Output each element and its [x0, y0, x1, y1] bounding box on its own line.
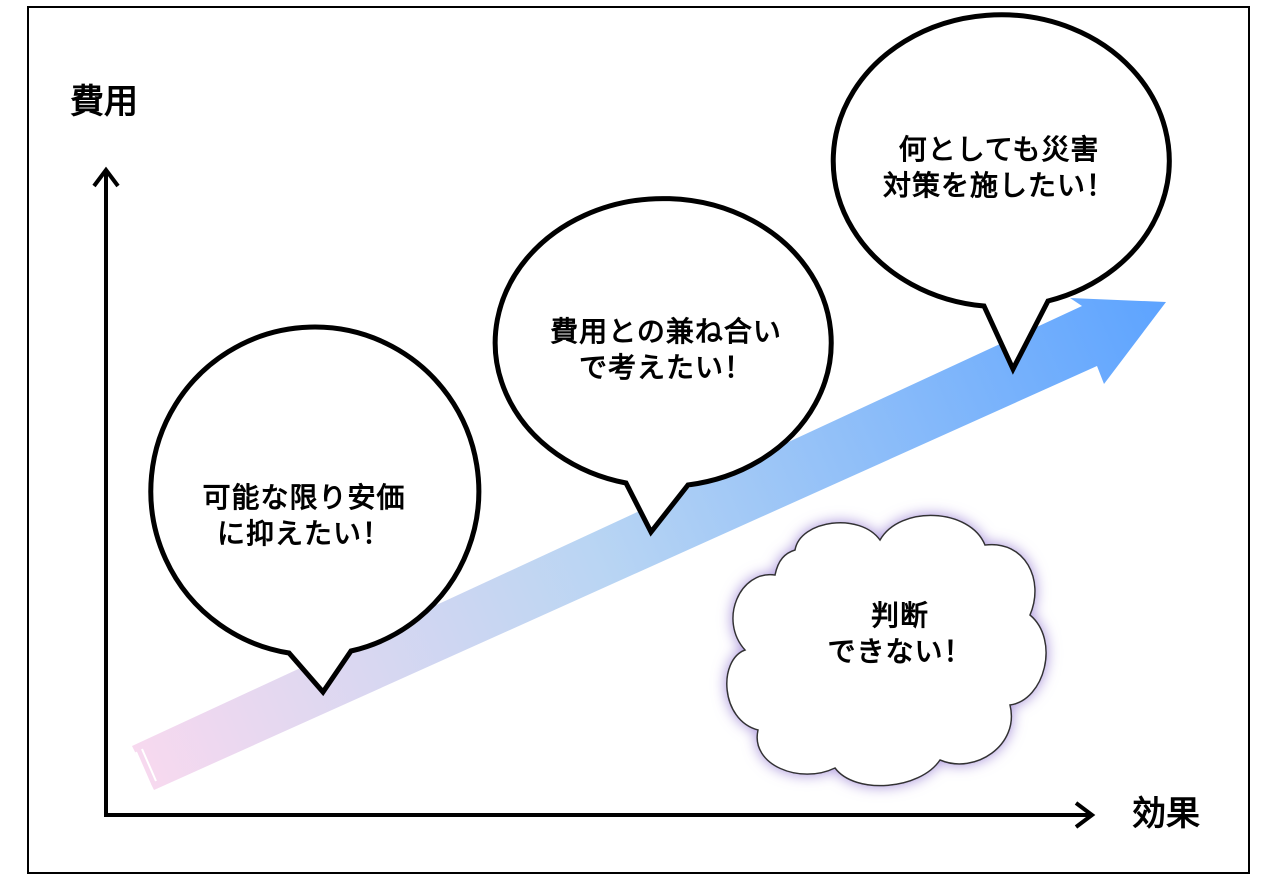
y-axis-label: 費用: [70, 82, 138, 122]
bubble-line: に抑えたい！: [216, 517, 391, 551]
x-axis: [104, 801, 1096, 829]
bubble-line: で考えたい！: [578, 351, 753, 385]
speech-bubble-text-disaster-prevention: 何としても災害 対策を施したい！: [854, 132, 1144, 205]
speech-bubble-balance: [492, 196, 834, 537]
cloud-line: 判断: [870, 599, 929, 632]
bubble-line: 何としても災害: [898, 133, 1100, 166]
bubble-line: 可能な限り安価: [202, 481, 406, 514]
speech-bubble-disaster-prevention: [830, 12, 1172, 375]
speech-bubble-low-cost: [148, 324, 482, 697]
cloud-line: できない！: [827, 635, 973, 669]
growth-arrow: [132, 298, 1166, 790]
y-axis: [92, 166, 120, 816]
bubble-line: 対策を施したい！: [882, 169, 1115, 203]
thought-cloud-text: 判断 できない！: [790, 598, 1010, 671]
x-axis-label: 効果: [1132, 794, 1200, 834]
speech-bubble-text-low-cost: 可能な限り安価 に抑えたい！: [184, 480, 424, 553]
bubble-line: 費用との兼ね合い: [550, 315, 782, 348]
speech-bubble-text-balance: 費用との兼ね合い で考えたい！: [516, 314, 816, 387]
thought-cloud: [726, 514, 1047, 787]
